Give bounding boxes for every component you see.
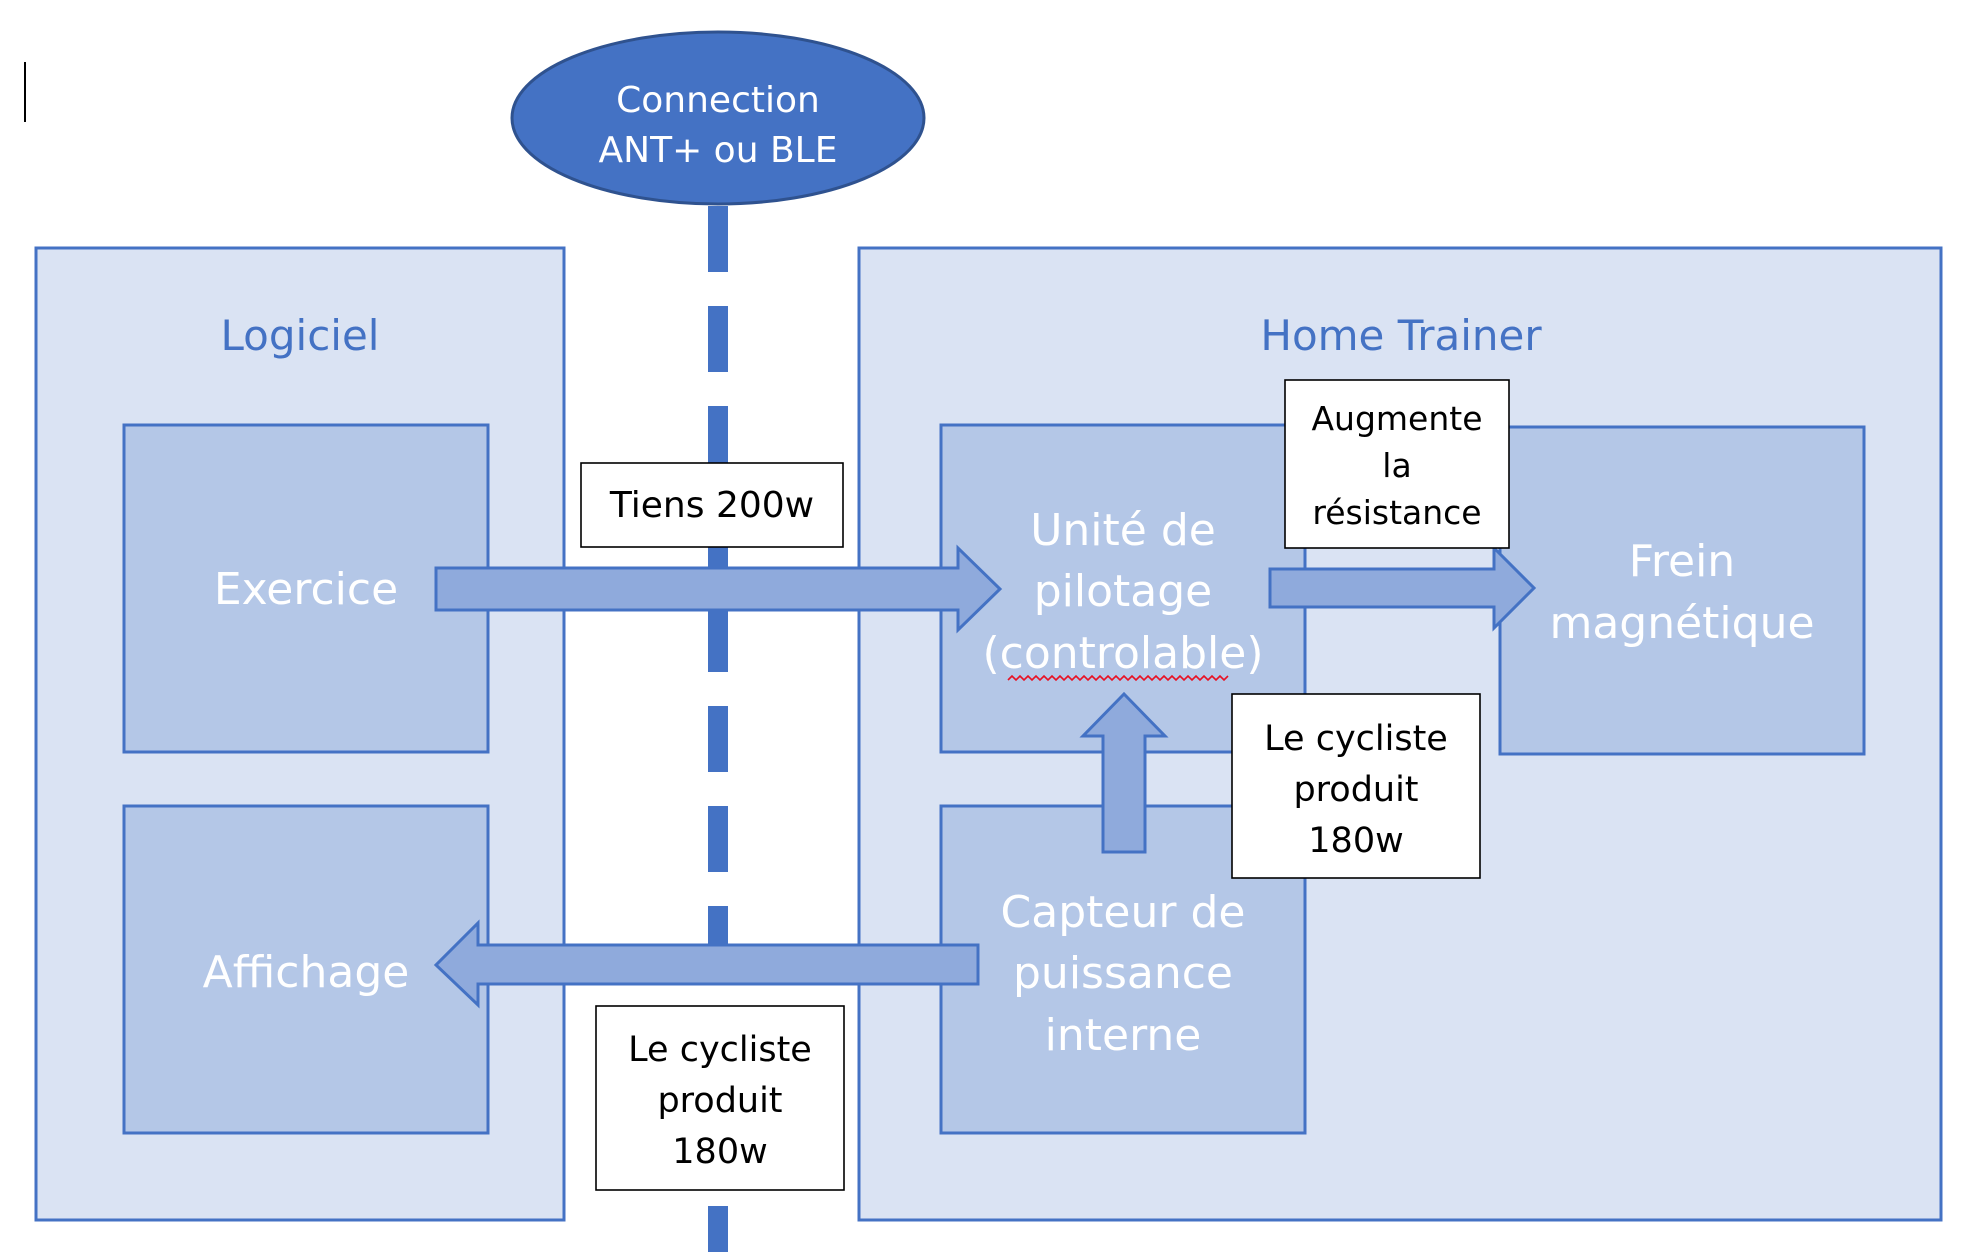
callout-cycliste-bottom-line2: produit <box>657 1081 782 1121</box>
callout-cycliste-right-line1: Le cycliste <box>1264 719 1448 759</box>
callout-cycliste-right-line2: produit <box>1293 770 1418 810</box>
callout-tiens-text: Tiens 200w <box>609 485 814 526</box>
capteur-label-line1: Capteur de <box>1001 887 1246 938</box>
arrow-up-icon <box>1079 691 1169 854</box>
connection-label-line2: ANT+ ou BLE <box>599 130 838 171</box>
callout-cycliste-right-line3: 180w <box>1308 821 1403 861</box>
connection-ellipse <box>510 30 926 206</box>
callout-cycliste-right-box <box>1231 693 1481 879</box>
frein-label-line1: Frein <box>1629 536 1735 587</box>
unite-label-line1: Unité de <box>1030 505 1216 556</box>
arrow-right-icon <box>434 544 1003 634</box>
home-trainer-title: Home Trainer <box>1260 311 1542 360</box>
exercice-label: Exercice <box>214 564 398 615</box>
callout-augmente-box <box>1284 379 1510 549</box>
callout-cycliste-bottom-line1: Le cycliste <box>628 1030 812 1070</box>
callout-cycliste-bottom-line3: 180w <box>672 1132 767 1172</box>
text-cursor-icon <box>24 62 26 122</box>
spellcheck-underline <box>1007 674 1229 682</box>
callout-cycliste-bottom-box <box>595 1005 845 1191</box>
connection-label-line1: Connection <box>616 80 820 121</box>
frein-magnetique-box <box>1498 425 1866 756</box>
capteur-label-line3: interne <box>1045 1010 1202 1061</box>
affichage-box <box>122 804 490 1135</box>
unite-label-line3: (controlable) <box>982 628 1263 679</box>
arrow-right-icon <box>1268 544 1537 632</box>
callout-augmente-line1: Augmente <box>1311 399 1482 438</box>
arrow-left-icon <box>433 919 980 1009</box>
frein-label-line2: magnétique <box>1549 598 1814 649</box>
callout-augmente-line3: résistance <box>1312 493 1481 532</box>
logiciel-title: Logiciel <box>221 311 380 360</box>
unite-label-line2: pilotage <box>1034 566 1213 617</box>
affichage-label: Affichage <box>203 947 410 998</box>
callout-augmente-line2: la <box>1382 446 1411 485</box>
capteur-label-line2: puissance <box>1013 948 1233 999</box>
callout-tiens-box <box>580 462 844 548</box>
exercice-box <box>122 423 490 754</box>
